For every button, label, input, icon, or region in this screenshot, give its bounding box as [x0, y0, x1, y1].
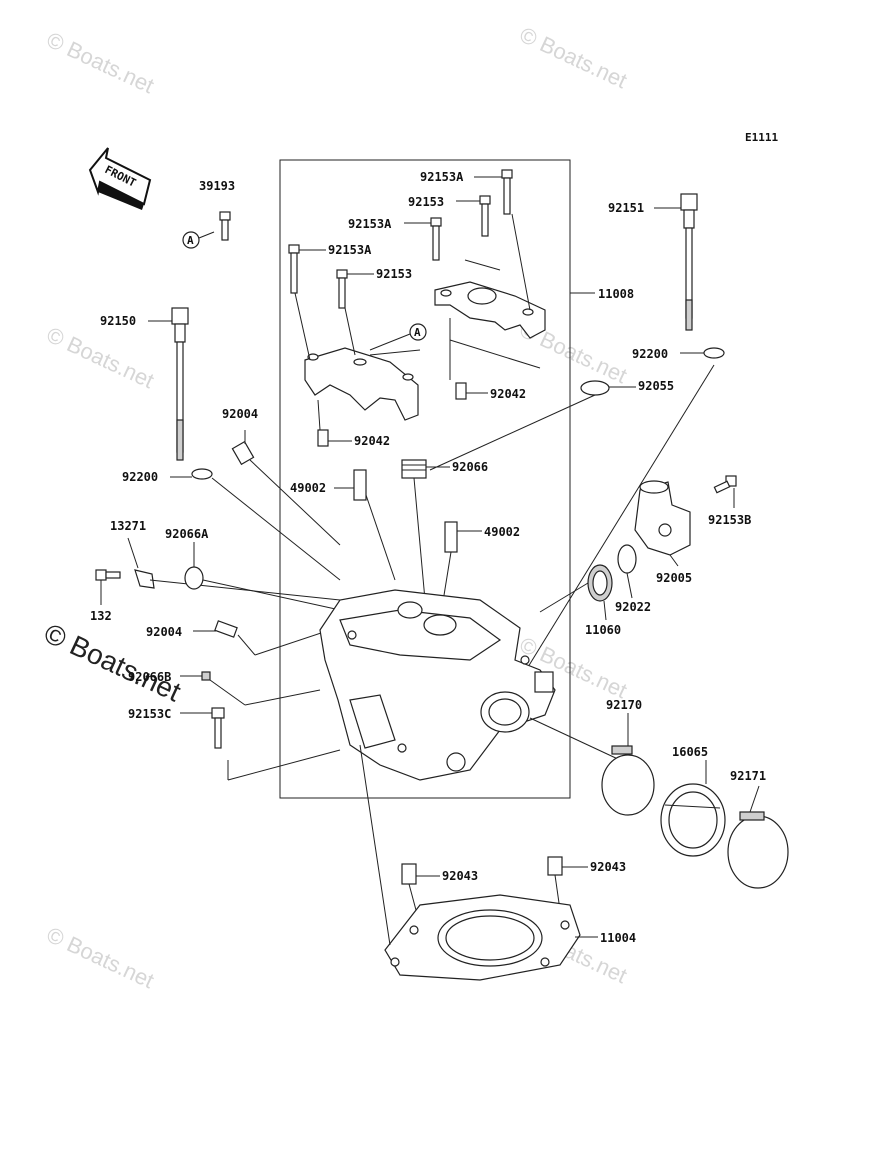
bolt-132 [95, 569, 121, 581]
ref-marker-a-left [182, 231, 200, 249]
bolt-92153A-mid [430, 217, 442, 261]
watermark-6: © Boats.net [43, 922, 158, 993]
part-labels: 39193 92153A 92153 92153A 92153A 92153 1… [90, 170, 766, 945]
bolt-39193 [219, 211, 231, 241]
ref-marker-a-left-label: A [187, 234, 194, 247]
oring-92022 [617, 544, 637, 574]
label-92042-1: 92042 [490, 387, 526, 401]
label-92153A-3: 92153A [328, 243, 372, 257]
ref-marker-a-upper [409, 323, 427, 341]
watermark-2: © Boats.net [516, 22, 631, 93]
washer-92200-right [703, 347, 725, 359]
outlet-fitting-92005 [634, 480, 691, 556]
valve-guide-49002-left [353, 469, 367, 501]
label-49002-1: 49002 [290, 481, 326, 495]
label-92022: 92022 [615, 600, 651, 614]
label-92200-2: 92200 [122, 470, 158, 484]
label-92153-2: 92153 [376, 267, 412, 281]
label-11004: 11004 [600, 931, 636, 945]
plug-92066B [201, 671, 211, 681]
bolt-92153C [211, 707, 225, 749]
dowel-92043-left [401, 863, 417, 885]
label-92153A-2: 92153A [348, 217, 392, 231]
dowel-92042-left [317, 429, 329, 447]
label-92066B: 92066B [128, 670, 171, 684]
joint-16065 [660, 783, 726, 857]
gasket-11004 [384, 894, 581, 981]
label-92153-1: 92153 [408, 195, 444, 209]
cam-cap-left [304, 347, 419, 421]
bolt-92153-left [336, 269, 348, 309]
label-92153A-1: 92153A [420, 170, 464, 184]
watermark-1: © Boats.net [43, 27, 158, 98]
stud-92004-upper [231, 440, 255, 466]
cam-cap-right [434, 281, 546, 339]
label-92170: 92170 [606, 698, 642, 712]
label-92005: 92005 [656, 571, 692, 585]
label-92200-1: 92200 [632, 347, 668, 361]
valve-guide-49002-right [444, 521, 458, 553]
bolt-92153A-left [288, 244, 300, 294]
stud-92004-lower [214, 620, 238, 638]
label-92066A: 92066A [165, 527, 209, 541]
watermark-3: © Boats.net [43, 322, 158, 393]
bolt-92151 [680, 193, 698, 331]
washer-92200-left [191, 468, 213, 480]
bolt-92153A-top [501, 169, 513, 215]
dowel-92043-right [547, 856, 563, 876]
seal-92066A [184, 566, 204, 590]
clamp-92170 [601, 745, 655, 816]
dowel-92042-right [455, 382, 467, 400]
group-frame [279, 159, 571, 799]
label-49002-2: 49002 [484, 525, 520, 539]
label-92171: 92171 [730, 769, 766, 783]
label-13271: 13271 [110, 519, 146, 533]
ref-marker-a-upper-label: A [414, 326, 421, 339]
label-39193: 39193 [199, 179, 235, 193]
label-92153C: 92153C [128, 707, 171, 721]
oring-92055 [580, 380, 610, 396]
bolt-92150 [171, 307, 189, 461]
plug-92066 [401, 459, 427, 479]
label-92004-1: 92004 [222, 407, 258, 421]
watermarks: © Boats.net © Boats.net © Boats.net © Bo… [39, 22, 630, 993]
plate-13271 [134, 569, 155, 589]
label-16065: 16065 [672, 745, 708, 759]
front-arrow-icon: FRONT [88, 147, 152, 210]
label-92042-2: 92042 [354, 434, 390, 448]
bolt-92153-top [479, 195, 491, 237]
label-92150: 92150 [100, 314, 136, 328]
label-92055: 92055 [638, 379, 674, 393]
diagram-code: E1111 [745, 131, 778, 144]
label-11060: 11060 [585, 623, 621, 637]
label-132: 132 [90, 609, 112, 623]
bolt-92153B [713, 475, 737, 494]
cylinder-head [319, 589, 556, 781]
label-92151: 92151 [608, 201, 644, 215]
label-92153B: 92153B [708, 513, 751, 527]
label-92066: 92066 [452, 460, 488, 474]
label-11008: 11008 [598, 287, 634, 301]
label-92043-2: 92043 [590, 860, 626, 874]
clamp-92171 [727, 811, 789, 889]
label-92043-1: 92043 [442, 869, 478, 883]
label-92004-2: 92004 [146, 625, 182, 639]
